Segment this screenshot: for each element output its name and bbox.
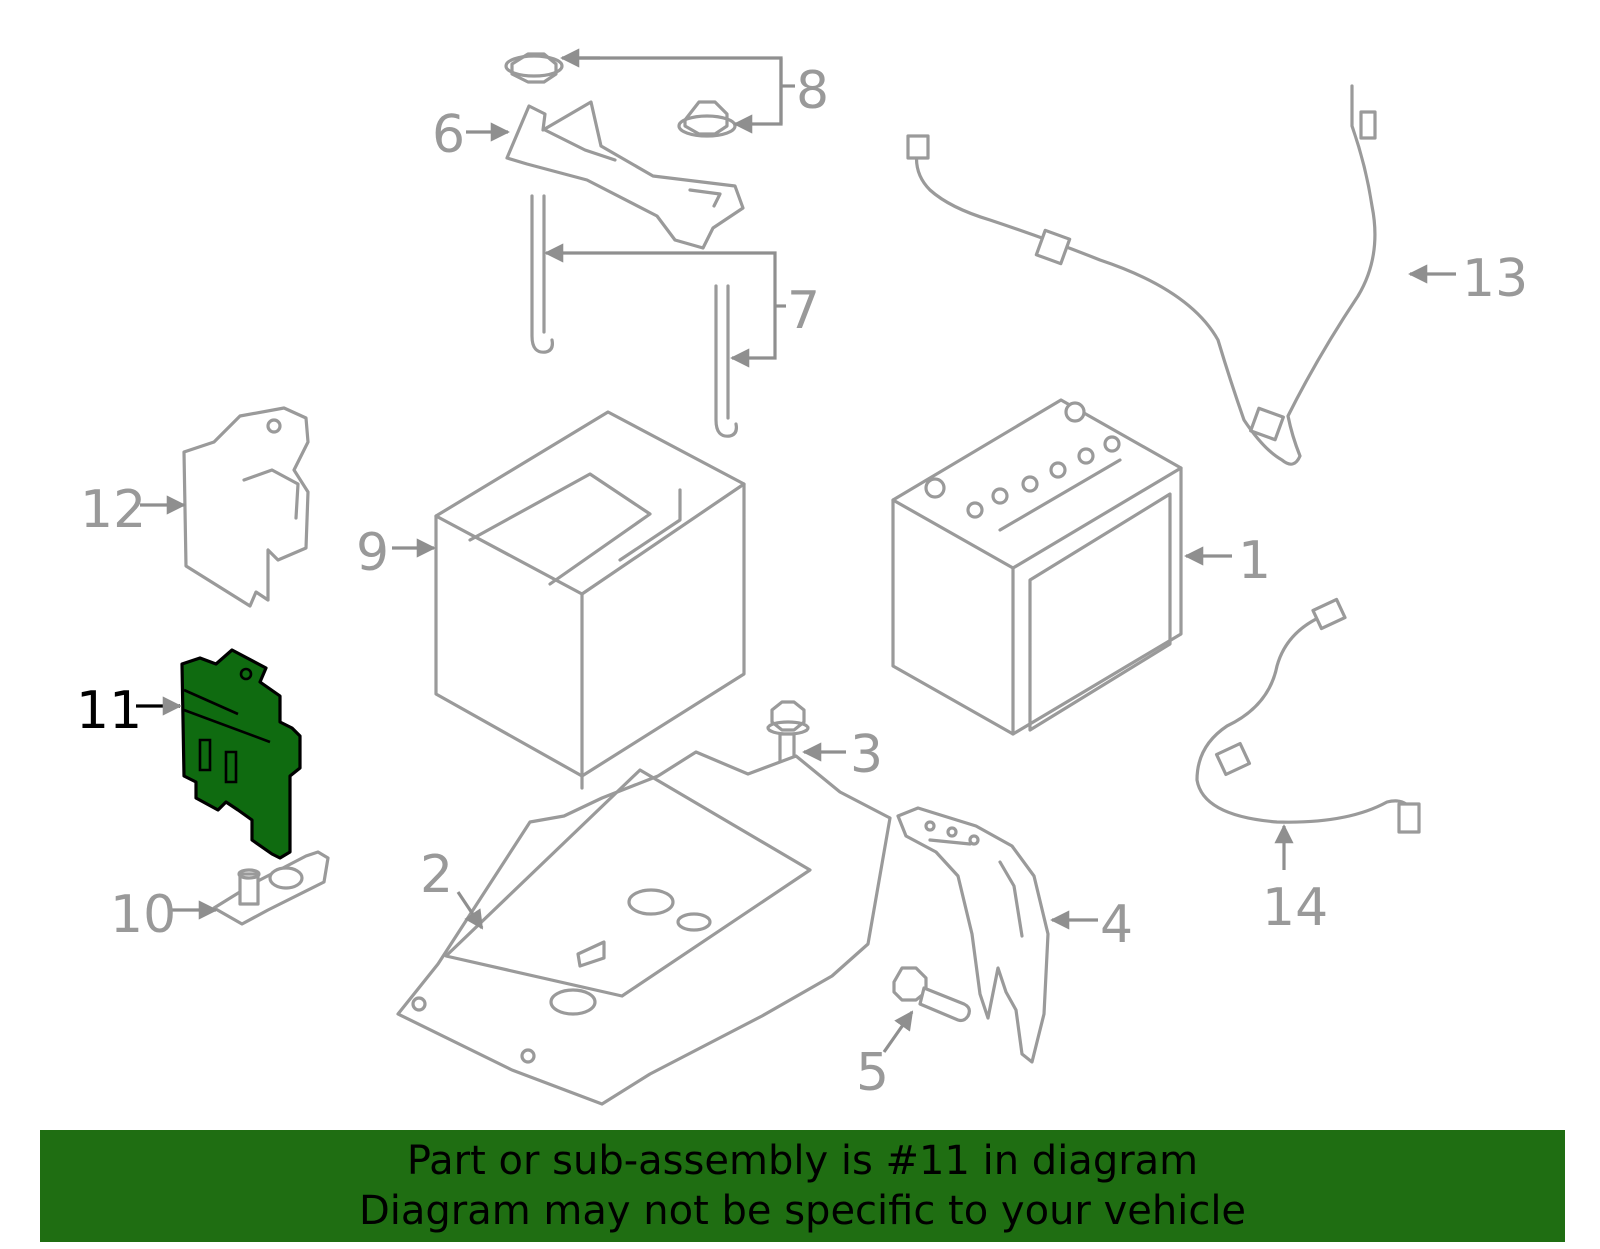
- part-10-terminal[interactable]: [212, 850, 330, 926]
- part-4-bracket[interactable]: [896, 806, 1050, 1064]
- part-12-cover[interactable]: [182, 406, 310, 608]
- info-banner: Part or sub-assembly is #11 in diagram D…: [40, 1130, 1565, 1242]
- part-8-nuts[interactable]: [504, 52, 737, 138]
- callout-2: 2: [420, 845, 453, 905]
- part-7-hold-down-rods[interactable]: [530, 194, 738, 438]
- part-1-battery[interactable]: [891, 398, 1183, 736]
- callout-3: 3: [850, 725, 883, 785]
- part-14-sensor-cable[interactable]: [1195, 597, 1421, 834]
- callout-5: 5: [856, 1043, 889, 1103]
- part-3-bolt[interactable]: [766, 700, 810, 774]
- callout-9: 9: [356, 523, 389, 583]
- part-11-highlighted-component[interactable]: [180, 648, 302, 860]
- callout-13: 13: [1462, 249, 1528, 309]
- callout-1: 1: [1238, 531, 1271, 591]
- callout-6: 6: [432, 105, 465, 165]
- callout-8: 8: [796, 61, 829, 121]
- callout-7: 7: [787, 281, 820, 341]
- part-5-bolt[interactable]: [892, 966, 971, 1023]
- part-6-hold-down-bracket[interactable]: [505, 100, 745, 250]
- banner-line-1: Part or sub-assembly is #11 in diagram: [406, 1138, 1199, 1184]
- callout-14: 14: [1262, 878, 1328, 938]
- callout-11: 11: [76, 681, 142, 741]
- banner-line-2: Diagram may not be specific to your vehi…: [358, 1188, 1247, 1234]
- callout-12: 12: [80, 480, 146, 540]
- callout-10: 10: [110, 885, 176, 945]
- callout-4: 4: [1100, 895, 1133, 955]
- part-2-battery-tray[interactable]: [396, 750, 892, 1106]
- part-9-battery-insulator[interactable]: [434, 410, 746, 790]
- part-13-battery-cable[interactable]: [906, 84, 1377, 466]
